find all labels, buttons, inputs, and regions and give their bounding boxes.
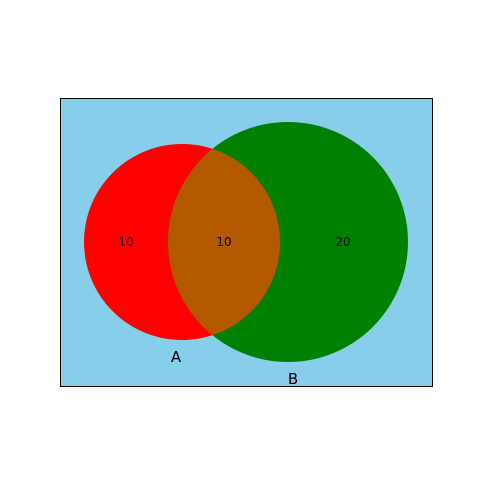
overlap-region [168, 144, 280, 340]
region-intersection-label: 10 [216, 235, 231, 249]
set-a-label: A [171, 348, 182, 366]
set-b-label: B [288, 370, 298, 388]
region-b-only-label: 20 [335, 235, 350, 249]
region-a-only-label: 10 [118, 235, 133, 249]
